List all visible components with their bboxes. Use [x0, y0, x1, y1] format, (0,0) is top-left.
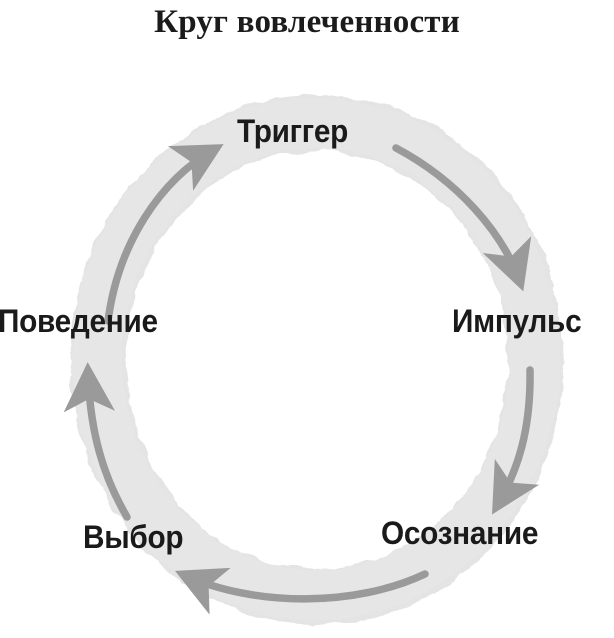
arrow-impuls-to-osoznanie	[492, 366, 540, 515]
cycle-arrows	[63, 144, 540, 615]
arrow-osoznanie-to-vybor	[174, 567, 429, 615]
arrow-vybor-to-povedenie	[63, 362, 131, 521]
stage-label-vybor: Выбор	[83, 519, 184, 555]
stage-label-osoznanie: Осознание	[381, 515, 539, 551]
page-title: Круг вовлеченности	[154, 4, 460, 40]
stage-label-povedenie: Поведение	[0, 303, 158, 339]
arrow-povedenie-to-trigger	[104, 144, 224, 325]
stage-label-impuls: Импульс	[452, 303, 582, 339]
stage-label-trigger: Триггер	[237, 113, 349, 149]
arrow-trigger-to-impuls	[392, 144, 532, 292]
